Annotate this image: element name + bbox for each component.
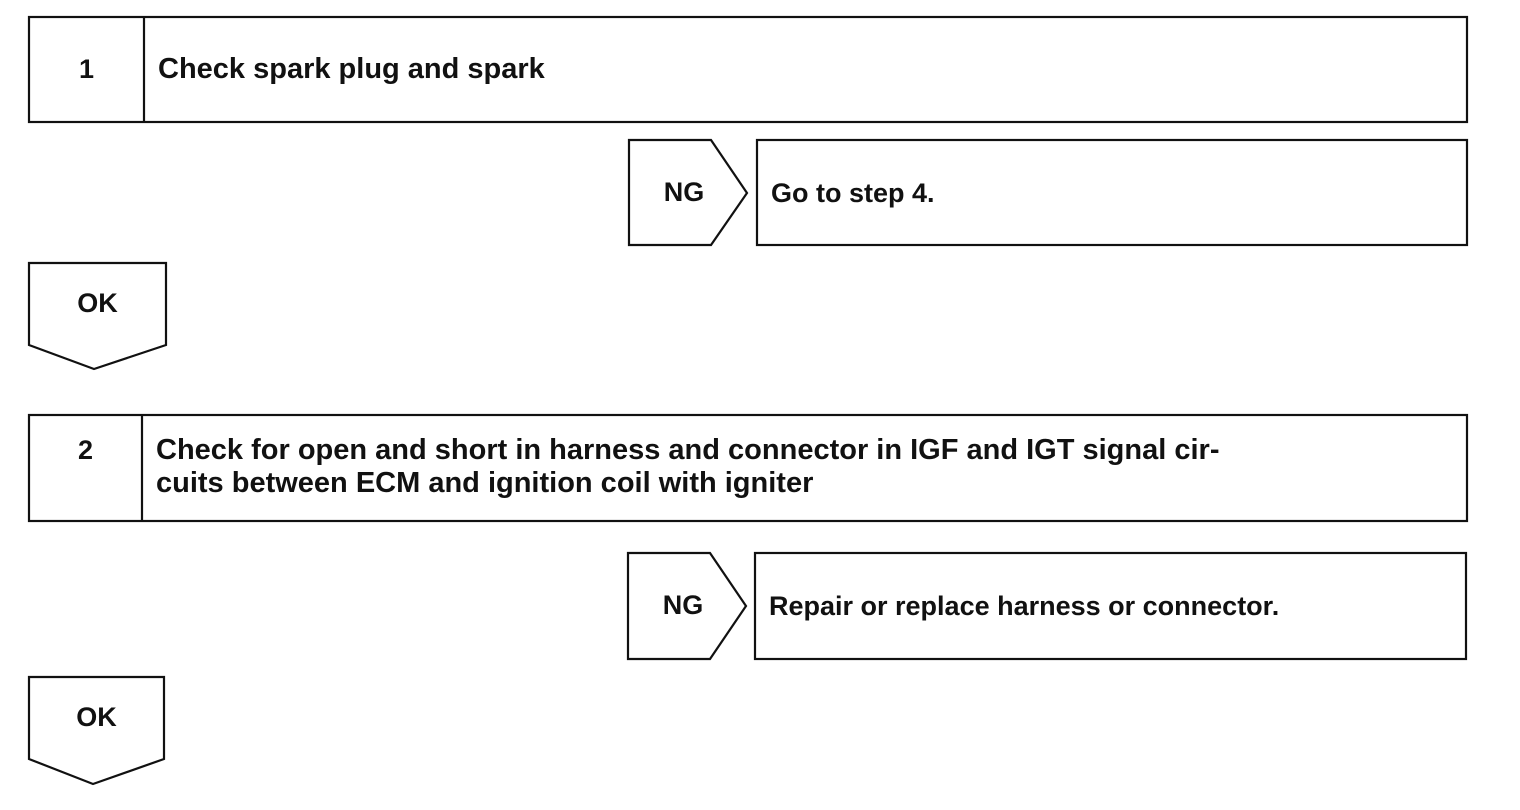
step-2-ng-result: Repair or replace harness or connector. <box>769 591 1280 621</box>
step-1-box <box>27 15 1469 124</box>
step-2-ng-result-box <box>753 551 1468 661</box>
step-1-ng-arrow <box>627 138 749 247</box>
step-1-ng-label: NG <box>663 177 705 207</box>
step-1-title: Check spark plug and spark <box>158 53 545 85</box>
step-2-number: 2 <box>77 435 94 465</box>
step-2-title-line-2: cuits between ECM and ignition coil with… <box>156 467 814 499</box>
step-2-box <box>27 413 1469 523</box>
step-1-ok-label: OK <box>77 288 118 318</box>
step-1-ok-arrow <box>27 261 168 371</box>
step-2-ng-arrow <box>626 551 748 661</box>
step-2-ok-label: OK <box>76 702 117 732</box>
step-1-ng-result-box <box>755 138 1469 247</box>
step-2-ng-label: NG <box>662 590 704 620</box>
step-1-number: 1 <box>78 54 95 84</box>
step-2-ok-arrow <box>27 675 166 786</box>
step-2-title-line-1: Check for open and short in harness and … <box>156 434 1220 466</box>
step-1-ng-result: Go to step 4. <box>771 178 935 208</box>
